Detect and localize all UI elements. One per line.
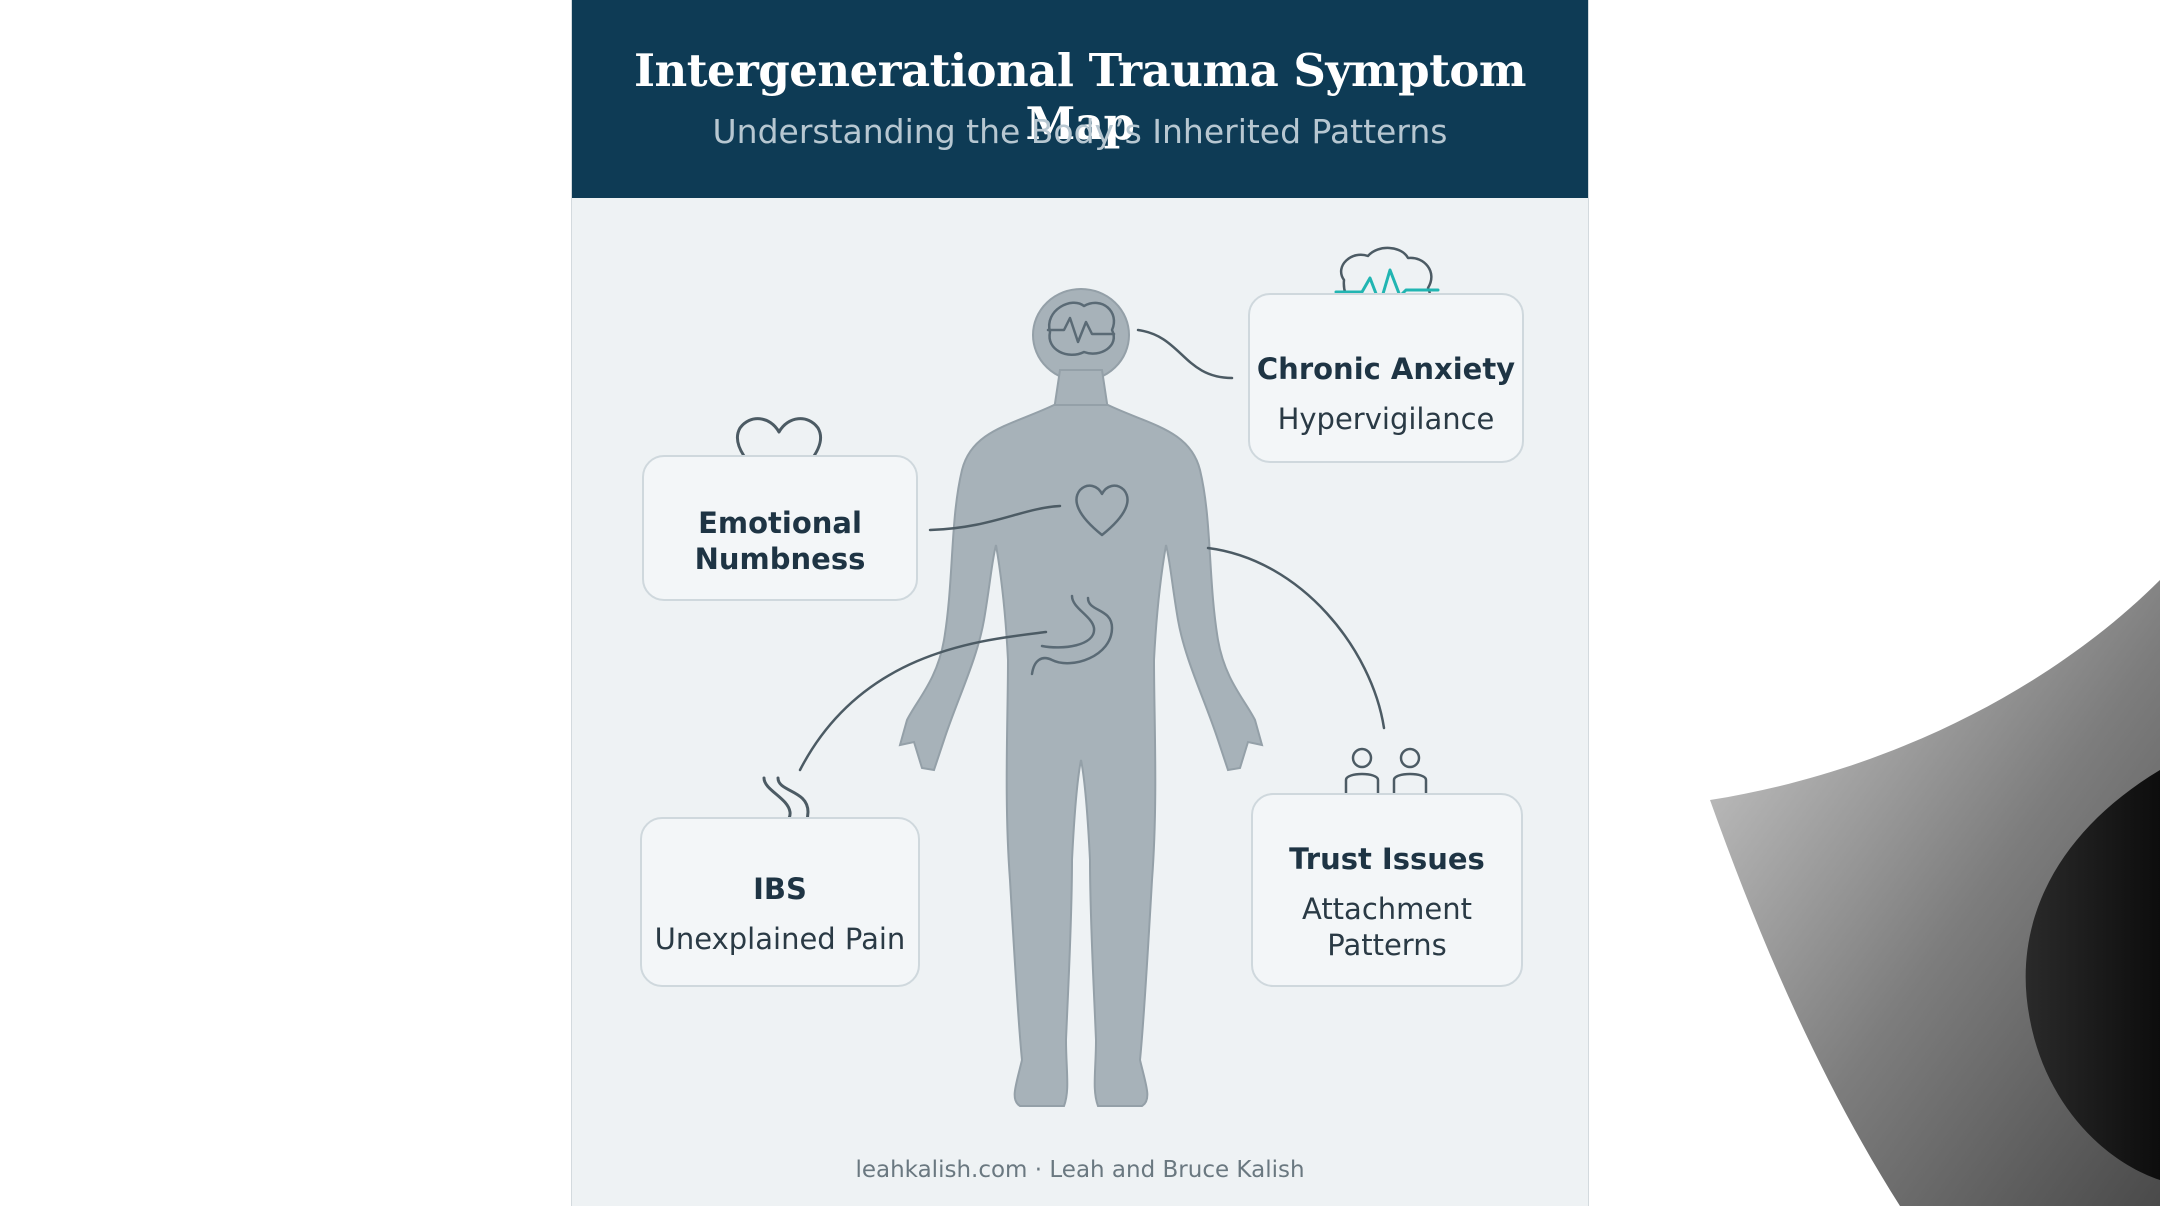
symptom-title: IBS bbox=[753, 872, 807, 906]
symptom-box-chronic-anxiety: Chronic Anxiety Hypervigilance bbox=[1248, 293, 1524, 463]
infographic-card: Intergenerational Trauma Symptom Map Und… bbox=[571, 0, 1589, 1206]
connector-trust-issues bbox=[1206, 546, 1386, 730]
header-banner: Intergenerational Trauma Symptom Map Und… bbox=[572, 0, 1588, 198]
human-silhouette bbox=[898, 288, 1264, 1107]
symptom-subtitle: Attachment Patterns bbox=[1301, 892, 1472, 962]
symptom-box-trust-issues: Trust Issues Attachment Patterns bbox=[1251, 793, 1523, 987]
connector-chronic-anxiety bbox=[1136, 328, 1234, 380]
brain-pulse-line bbox=[1046, 316, 1116, 344]
stomach-icon bbox=[1030, 594, 1114, 676]
symptom-box-ibs: IBS Unexplained Pain bbox=[640, 817, 920, 987]
page-subtitle: Understanding the Body’s Inherited Patte… bbox=[712, 112, 1448, 151]
symptom-subtitle: Unexplained Pain bbox=[654, 922, 906, 956]
body-diagram bbox=[730, 246, 1440, 1107]
symptom-title: Chronic Anxiety bbox=[1256, 352, 1516, 386]
symptom-title: Trust Issues bbox=[1289, 842, 1485, 876]
connector-emotional-numbness bbox=[928, 504, 1062, 532]
connector-lines bbox=[798, 328, 1386, 772]
symptom-subtitle: Hypervigilance bbox=[1277, 402, 1495, 436]
page-title: Intergenerational Trauma Symptom Map bbox=[633, 44, 1527, 150]
silhouette-body bbox=[898, 404, 1264, 1107]
page-curl-decoration bbox=[1710, 580, 2160, 1206]
symptom-box-emotional-numbness: Emotional Numbness bbox=[642, 455, 918, 601]
footer-credit: leahkalish.com · Leah and Bruce Kalish bbox=[855, 1157, 1305, 1183]
symptom-title: Emotional Numbness bbox=[694, 506, 866, 576]
connector-ibs bbox=[798, 630, 1048, 772]
heart-icon bbox=[1075, 484, 1129, 537]
brain-icon bbox=[1047, 301, 1116, 357]
